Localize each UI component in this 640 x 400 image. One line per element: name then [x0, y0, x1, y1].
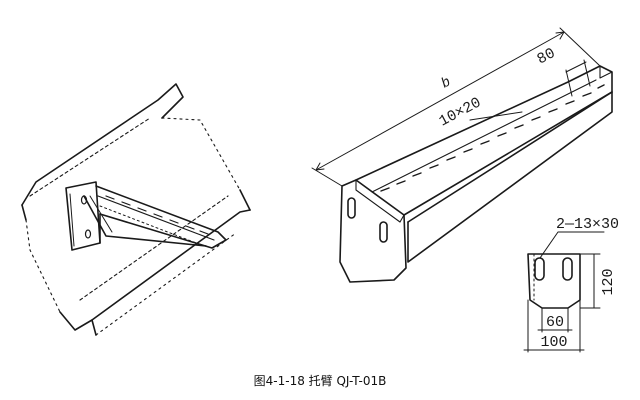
bracket-detail-view	[311, 27, 613, 283]
figure-caption: 图4-1-18 托臂 QJ-T-01B	[253, 374, 387, 388]
end-plate-detail-view	[523, 231, 605, 353]
end-inner-width-label: 60	[546, 314, 564, 331]
end-outer-width-label: 100	[540, 334, 567, 351]
end-holes-label: 2—13×30	[556, 216, 619, 233]
slot-size-label: 10×20	[436, 94, 484, 130]
slot-spacing-label: 80	[534, 45, 558, 68]
end-height-label: 120	[600, 268, 617, 295]
bracket-drawing: b 80 10×20 2—13×30 120 60 100	[21, 27, 619, 353]
tray-assembly-view	[21, 83, 251, 336]
length-dimension-label: b	[439, 74, 454, 92]
